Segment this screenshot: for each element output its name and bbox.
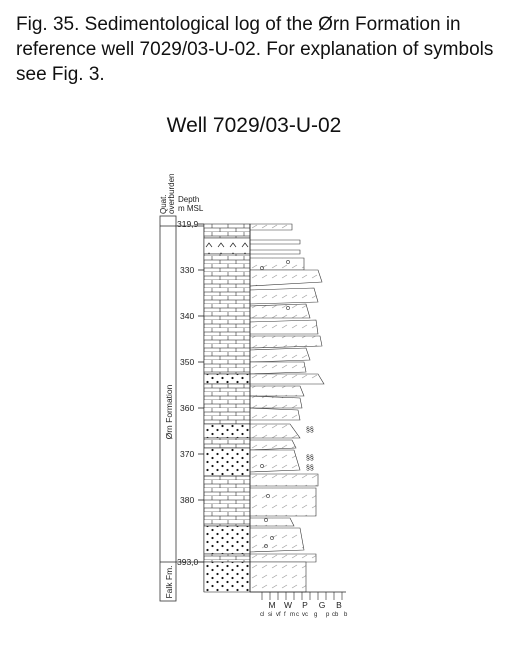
scale-label: P [302, 600, 308, 610]
scale-sublabel: g [314, 612, 317, 618]
depth-header: Depth [178, 195, 199, 204]
depth-axis: 319,9 330 340 350 360 370 380 393,0 [177, 219, 205, 592]
svg-text:§§: §§ [306, 427, 314, 434]
scale-sublabel: vf [276, 612, 281, 618]
quaternary-label: Quat. [159, 194, 168, 214]
depth-label: 393,0 [177, 557, 199, 567]
scale-sublabel: p [326, 612, 330, 618]
figure-caption: Fig. 35. Sedimentological log of the Ørn… [16, 14, 494, 85]
depth-label: 340 [180, 311, 194, 321]
depth-label: 330 [180, 265, 194, 275]
scale-label: B [336, 600, 342, 610]
scale-sublabel: cb [332, 612, 339, 618]
overburden-label: overburden [167, 174, 176, 214]
grain-size-scale: M W P G B cl si vf f m c vc g p cb b [250, 591, 348, 618]
scale-sublabel: vc [302, 612, 308, 618]
scale-sublabel: f [284, 612, 286, 618]
scale-label: W [284, 600, 292, 610]
scale-sublabel: c [296, 612, 299, 618]
depth-label: 370 [180, 449, 194, 459]
falk-formation-label: Falk Fm. [164, 565, 174, 598]
structure-symbols: §§ §§ §§ [260, 260, 314, 548]
scale-label: M [268, 600, 275, 610]
svg-text:§§: §§ [306, 465, 314, 472]
orn-formation-label: Ørn Formation [164, 384, 174, 439]
grain-size-profile [249, 223, 325, 593]
svg-text:§§: §§ [306, 455, 314, 462]
scale-sublabel: m [290, 612, 295, 618]
scale-sublabel: cl [260, 612, 264, 618]
lithology-column [203, 223, 251, 593]
scale-sublabel: si [268, 612, 272, 618]
scale-label: G [319, 600, 326, 610]
depth-label: 319,9 [177, 219, 199, 229]
formation-column [159, 215, 177, 602]
well-title: Well 7029/03-U-02 [166, 114, 342, 137]
depth-label: 360 [180, 403, 194, 413]
depth-label: 380 [180, 495, 194, 505]
depth-label: 350 [180, 357, 194, 367]
scale-sublabel: b [344, 612, 348, 618]
depth-unit-header: m MSL [178, 204, 204, 213]
